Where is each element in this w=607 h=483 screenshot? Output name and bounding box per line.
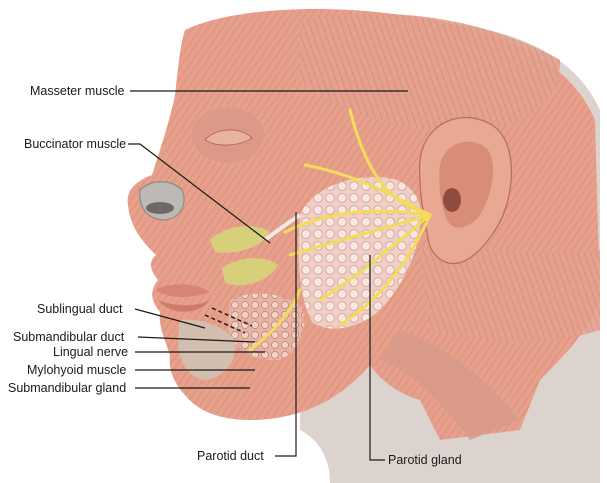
submandibular-gland-shape [228,293,304,361]
label-lingual-nerve: Lingual nerve [53,345,129,359]
leader-buccinator [128,143,271,244]
facial-nerve [248,108,432,352]
leader-lines [128,90,408,461]
label-submandibular-duct: Submandibular duct [13,330,125,344]
label-parotid-gland: Parotid gland [388,453,462,467]
neck-muscle-lower [380,330,520,440]
lower-lip [158,300,210,312]
leader-sublingual [134,308,206,329]
buccal-fat-lower [222,258,278,286]
mandible-surface [178,319,236,380]
buccal-fat-upper [210,226,270,253]
ear-canal [443,188,461,212]
label-parotid-duct: Parotid duct [197,449,264,463]
leader-parotid-duct [275,212,297,457]
nostril [146,202,174,214]
temporal-muscle [300,13,560,131]
label-masseter-muscle: Masseter muscle [30,84,125,98]
label-submandibular-gland: Submandibular gland [8,381,127,395]
sternocleidomastoid [420,247,600,342]
duct-dashed-1 [204,314,246,334]
eyelid [204,129,253,146]
duct-dashed-2 [211,307,253,327]
leader-submandibular-duct [137,336,256,343]
leader-parotid-gland [369,255,385,461]
parotid-gland-shape [298,176,421,329]
upper-lip [155,284,210,297]
label-sublingual-duct: Sublingual duct [37,302,123,316]
label-buccinator-muscle: Buccinator muscle [24,137,127,151]
label-mylohyoid-muscle: Mylohyoid muscle [27,363,127,377]
